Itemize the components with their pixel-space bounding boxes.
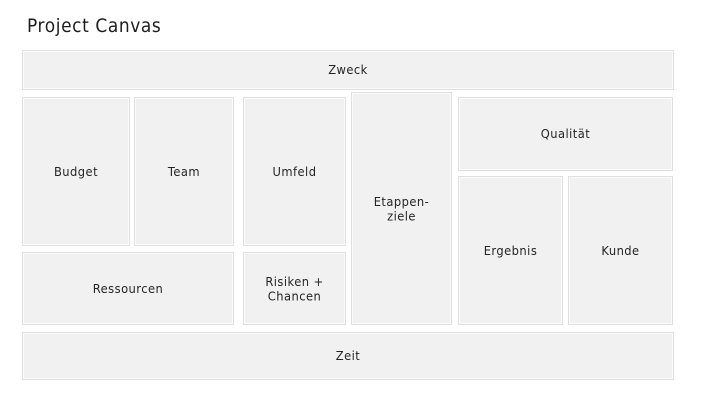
- canvas-cell-team[interactable]: Team: [134, 97, 234, 246]
- canvas-cell-label-team: Team: [167, 164, 201, 179]
- canvas-cell-ergebnis[interactable]: Ergebnis: [458, 176, 563, 325]
- canvas-cell-kunde[interactable]: Kunde: [568, 176, 673, 325]
- canvas-cell-label-etappenziele: Etappen- ziele: [373, 193, 430, 224]
- canvas-cell-label-umfeld: Umfeld: [272, 164, 317, 179]
- canvas-cell-budget[interactable]: Budget: [22, 97, 130, 246]
- canvas-cell-label-zweck: Zweck: [328, 62, 368, 78]
- canvas-cell-qualitaet[interactable]: Qualität: [458, 97, 673, 171]
- canvas-cell-umfeld[interactable]: Umfeld: [243, 97, 346, 246]
- canvas-cell-risiken-chancen[interactable]: Risiken + Chancen: [243, 252, 346, 325]
- canvas-cell-label-zeit: Zeit: [335, 348, 361, 364]
- canvas-cell-label-risiken-chancen: Risiken + Chancen: [265, 273, 324, 304]
- page-title: Project Canvas: [27, 16, 162, 38]
- canvas-cell-label-kunde: Kunde: [601, 243, 640, 258]
- canvas-cell-zweck[interactable]: Zweck: [22, 50, 674, 90]
- canvas-cell-ressourcen[interactable]: Ressourcen: [22, 252, 234, 325]
- canvas-cell-label-ergebnis: Ergebnis: [483, 243, 538, 258]
- canvas-cell-etappenziele[interactable]: Etappen- ziele: [351, 92, 452, 325]
- canvas-cell-label-ressourcen: Ressourcen: [92, 281, 164, 296]
- canvas-cell-label-budget: Budget: [53, 164, 99, 179]
- canvas-cell-zeit[interactable]: Zeit: [22, 332, 674, 380]
- canvas-cell-label-qualitaet: Qualität: [540, 126, 591, 142]
